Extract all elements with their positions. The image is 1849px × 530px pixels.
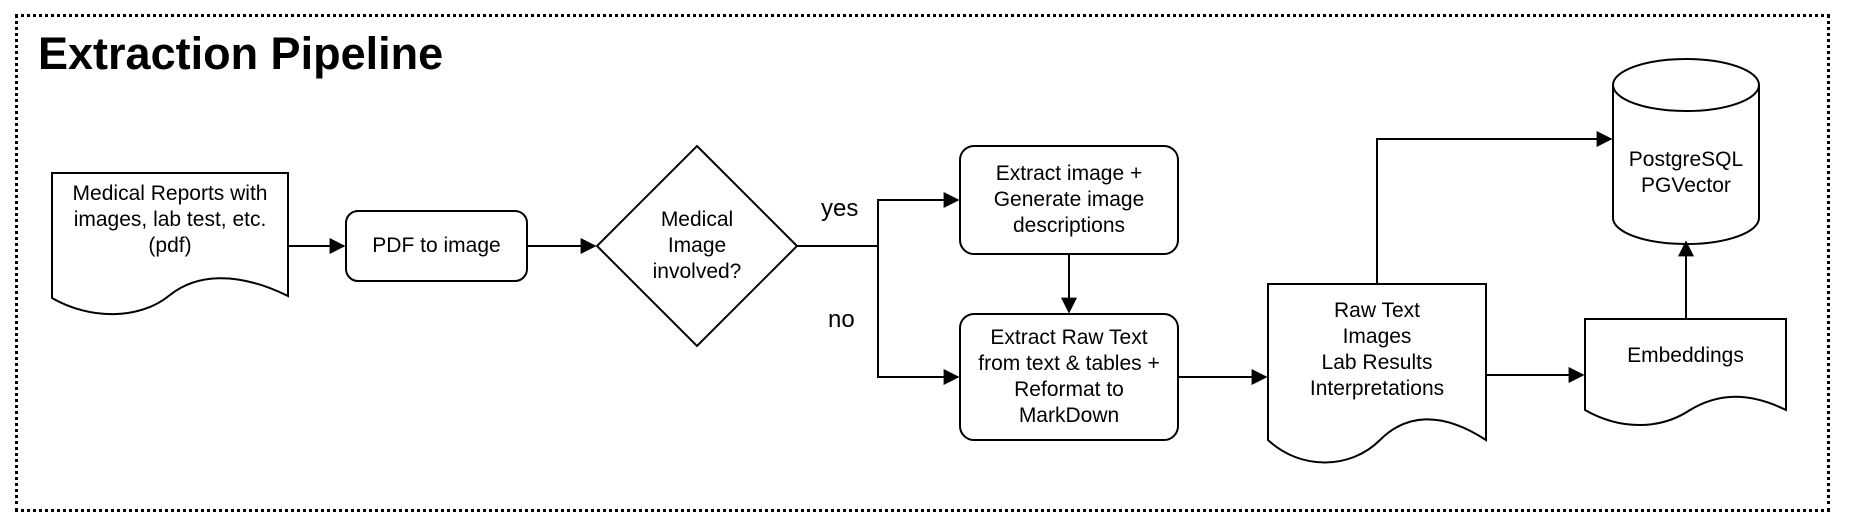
outputs-label: Raw Text Images Lab Results Interpretati… (1268, 294, 1486, 406)
extract-image-line: Extract image + (995, 162, 1143, 185)
extract-text-line: Extract Raw Text (990, 326, 1148, 349)
reports-line: Medical Reports with (72, 182, 268, 205)
decision-label: Medical Image involved? (617, 196, 777, 296)
arrow-no-branch (877, 246, 960, 385)
database-cylinder-top (1612, 58, 1760, 112)
extract-text-line: MarkDown (1018, 404, 1120, 427)
outputs-document-shape (1267, 283, 1487, 464)
diagram-title: Extraction Pipeline (38, 28, 444, 79)
reports-line: (pdf) (148, 234, 192, 257)
arrow-outputs-to-database (1376, 131, 1613, 284)
outputs-line: Images (1342, 325, 1412, 348)
decision-diamond (595, 144, 799, 348)
reports-line: images, lab test, etc. (73, 208, 267, 231)
arrow-yes-branch (797, 192, 960, 247)
database-label: PostgreSQL PGVector (1613, 145, 1759, 201)
reports-document-shape (51, 172, 289, 316)
no-branch-label: no (828, 306, 855, 333)
extract-text-label: Extract Raw Text from text & tables + Re… (960, 314, 1178, 440)
decision-line: Medical (660, 208, 734, 231)
extract-image-line: descriptions (1012, 214, 1126, 237)
decision-line: Image (667, 234, 727, 257)
reports-label: Medical Reports with images, lab test, e… (52, 180, 288, 260)
decision-line: involved? (652, 260, 742, 283)
database-line: PostgreSQL (1628, 148, 1744, 171)
embeddings-line: Embeddings (1627, 344, 1744, 367)
outputs-line: Lab Results (1321, 351, 1433, 374)
outputs-line: Interpretations (1309, 377, 1445, 400)
yes-branch-label: yes (821, 195, 859, 222)
extract-text-line: from text & tables + (978, 352, 1160, 375)
embeddings-document-shape (1584, 318, 1787, 426)
extract-image-line: Generate image (993, 188, 1145, 211)
extract-text-line: Reformat to (1014, 378, 1124, 401)
database-line: PGVector (1641, 174, 1731, 197)
extract-image-label: Extract image + Generate image descripti… (960, 146, 1178, 254)
outputs-line: Raw Text (1334, 299, 1420, 322)
embeddings-label: Embeddings (1585, 336, 1786, 376)
pipeline-frame (15, 14, 1830, 512)
pdf-to-image-line: PDF to image (372, 234, 501, 257)
pdf-to-image-label: PDF to image (346, 211, 527, 281)
